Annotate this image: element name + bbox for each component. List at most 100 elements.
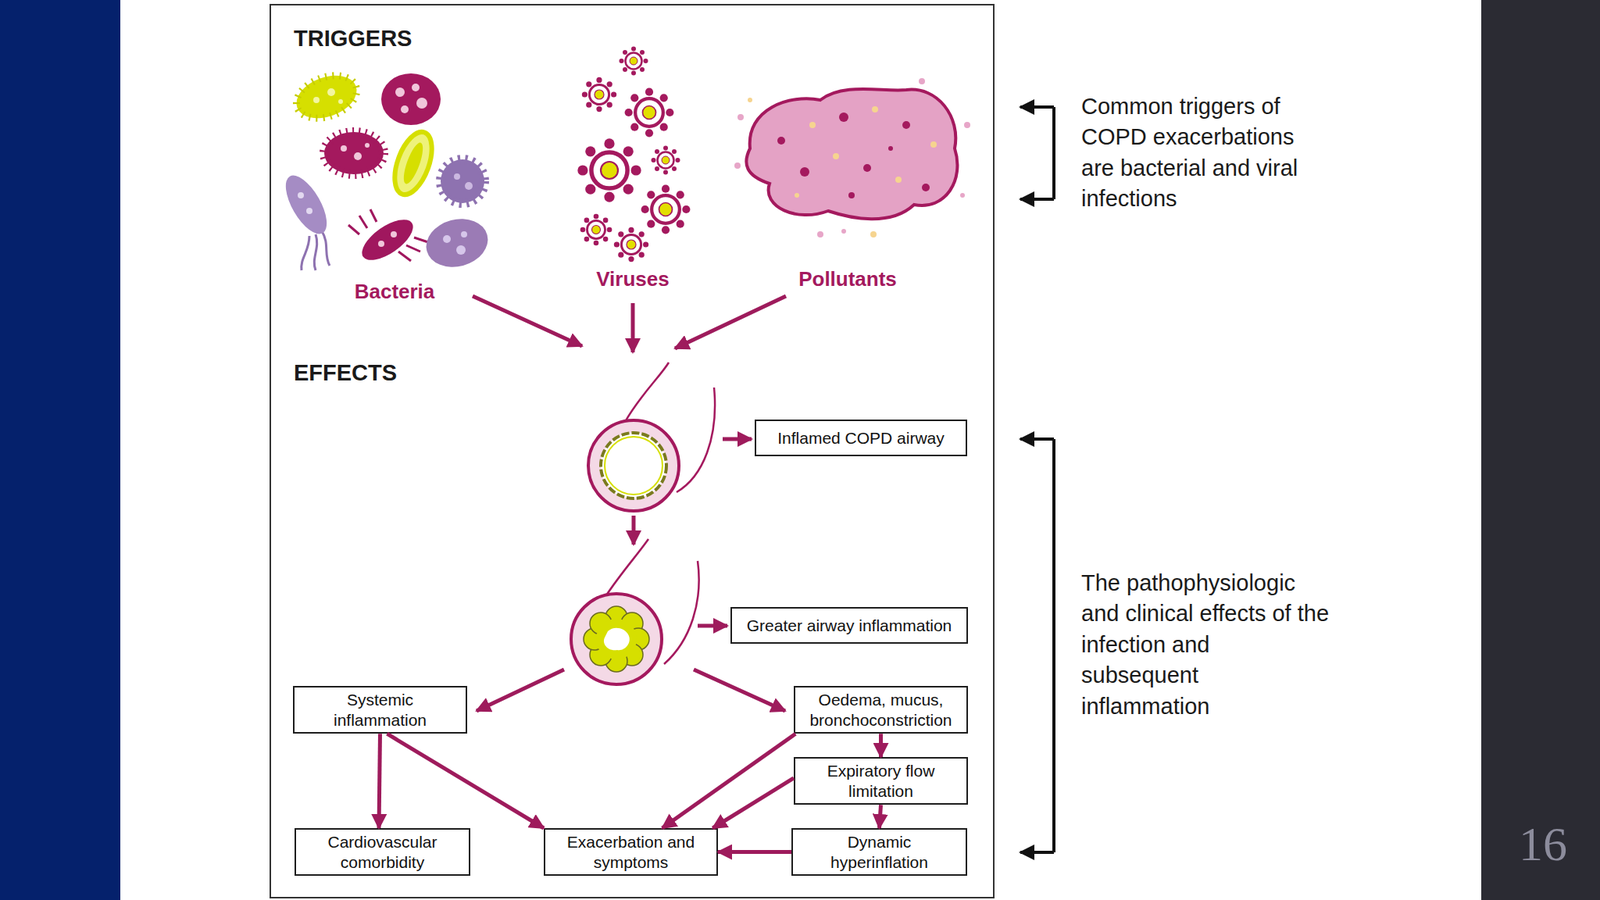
bacteria-illustration-part <box>378 240 385 247</box>
pollutant-illustration-part <box>832 153 840 160</box>
pollutant-illustration-part <box>817 231 824 238</box>
bacteria-illustration-part <box>290 67 363 126</box>
trigger-label: Bacteria <box>316 279 473 304</box>
bacteria-illustration-part <box>400 105 409 114</box>
airway-illustration-part <box>676 387 715 493</box>
bacteria-illustration-part <box>460 231 468 238</box>
flow-arrow <box>879 804 882 829</box>
flow-arrow <box>712 778 794 829</box>
pollutant-illustration-part <box>746 89 958 219</box>
airway-arrows-part <box>722 437 752 442</box>
pollutant-illustration-part <box>809 121 816 129</box>
bacteria-illustration <box>277 67 493 275</box>
airway-arrows-part <box>697 624 728 629</box>
bacteria-illustration-part <box>353 152 362 161</box>
virus-illustration-part <box>577 138 641 202</box>
callout-bracket-part <box>1020 105 1054 109</box>
callout-bracket-part <box>1020 850 1054 854</box>
process-box: Expiratory flow limitation <box>793 757 968 805</box>
pollutant-illustration-part <box>734 162 741 169</box>
airway-arrows-part <box>632 515 636 545</box>
pollutant-illustration-part <box>930 141 937 148</box>
pollutant-illustration-part <box>848 192 855 199</box>
page-number: 16 <box>1488 817 1598 871</box>
box-text-group: Inflamed COPD airway <box>777 428 945 449</box>
box-text-group: Cardiovascular comorbidity <box>300 832 465 872</box>
right-band <box>1481 0 1600 900</box>
bacteria-illustration-part <box>327 88 336 97</box>
bacteria-illustration-part <box>440 159 485 204</box>
bacteria-illustration-part <box>297 192 304 199</box>
flow-arrow <box>717 850 792 854</box>
bacteria-illustration-part <box>387 127 440 200</box>
bacteria-illustration-part <box>355 211 420 268</box>
pollutant-illustration-part <box>921 183 930 192</box>
box-text-group: Oedema, mucus, bronchoconstriction <box>800 689 962 730</box>
box-text-group: Greater airway inflammation <box>746 615 953 636</box>
airway-arrows <box>476 439 786 711</box>
bacteria-illustration-part <box>442 235 451 243</box>
pollutant-illustration <box>734 78 971 238</box>
callout-bracket-part <box>1020 437 1054 441</box>
airway-illustration-part <box>603 628 630 651</box>
airway-illustration-part <box>596 618 637 660</box>
left-band <box>0 0 121 900</box>
virus-illustration-part <box>651 146 681 175</box>
virus-illustration-part <box>582 77 617 112</box>
process-box: Dynamic hyperinflation <box>791 828 968 876</box>
process-box: Oedema, mucus, bronchoconstriction <box>793 685 968 734</box>
bacteria-illustration-part <box>277 169 335 241</box>
bacteria-illustration-part <box>416 97 428 109</box>
flow-arrow <box>378 733 381 829</box>
virus-illustration-part <box>641 185 691 235</box>
box-label: Dynamic hyperinflation <box>797 832 961 872</box>
bacteria-illustration-part <box>395 87 405 97</box>
airway-illustration-part <box>664 560 700 665</box>
airway-illustration <box>571 362 715 685</box>
pollutant-illustration-part <box>918 78 925 85</box>
airway-illustration-part <box>625 362 669 422</box>
section-heading: EFFECTS <box>293 359 497 387</box>
bacteria-illustration-part <box>464 182 473 190</box>
callout-note: The pathophysiologic and clinical effect… <box>1081 567 1332 722</box>
trigger-label: Pollutants <box>769 267 926 292</box>
box-text-group: Exacerbation and symptoms <box>550 832 712 872</box>
pollutant-illustration-part <box>888 146 893 151</box>
process-box: Systemic inflammation <box>292 685 468 734</box>
process-box: Cardiovascular comorbidity <box>294 828 471 876</box>
bacteria-illustration-part <box>306 207 313 215</box>
airway-illustration-part <box>600 432 667 499</box>
pollutant-illustration-part <box>794 192 800 198</box>
callout-bracket-part <box>1052 107 1056 200</box>
virus-illustration-part <box>619 46 649 76</box>
callout-bracket-part <box>1020 197 1054 201</box>
trigger-label: Viruses <box>554 267 711 292</box>
process-box: Greater airway inflammation <box>730 607 968 644</box>
bacteria-illustration-part <box>301 231 330 271</box>
virus-illustration-part <box>580 214 613 247</box>
callout-note: Common triggers of COPD exacerbations ar… <box>1081 91 1332 215</box>
box-text-group: Dynamic hyperinflation <box>797 832 961 872</box>
box-label: Cardiovascular comorbidity <box>300 832 465 872</box>
bacteria-illustration-part <box>338 99 343 104</box>
pollutant-illustration-part <box>871 106 879 113</box>
bacteria-illustration-part <box>421 212 494 275</box>
trigger-arrows-part <box>675 296 786 349</box>
pollutant-illustration-part <box>747 97 753 103</box>
box-label: Greater airway inflammation <box>746 615 953 636</box>
callout-bracket-part <box>1052 439 1056 853</box>
flow-arrow <box>386 733 544 829</box>
box-text-group: Expiratory flow limitation <box>800 760 962 801</box>
section-heading: TRIGGERS <box>293 25 497 53</box>
bacteria-illustration-part <box>411 83 420 92</box>
pollutant-illustration-part <box>902 121 911 129</box>
flow-arrow <box>662 733 797 829</box>
virus-illustration <box>577 46 690 263</box>
box-label: Expiratory flow limitation <box>800 760 962 801</box>
process-box: Inflamed COPD airway <box>754 419 968 457</box>
box-label: Oedema, mucus, bronchoconstriction <box>800 689 962 730</box>
pollutant-illustration-part <box>960 192 965 198</box>
pollutant-illustration-part <box>777 136 786 145</box>
